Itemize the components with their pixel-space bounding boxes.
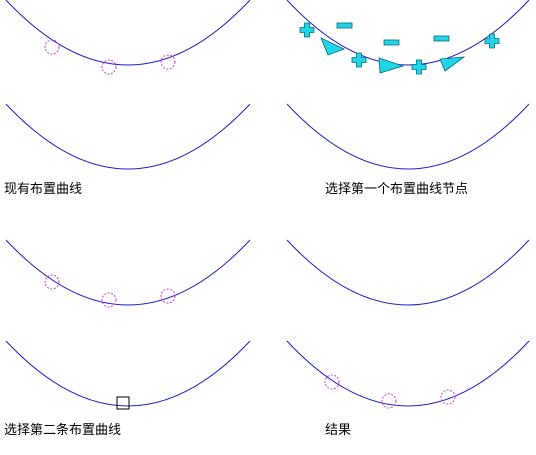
triangle-arrow-grip-icon[interactable]	[320, 37, 346, 56]
dashed-circle-icon	[101, 292, 117, 308]
upper-layout-curve	[5, 0, 251, 66]
dashed-circle-icon	[160, 288, 176, 304]
dashed-circle-icon	[44, 39, 60, 55]
dashed-circle-icon	[101, 59, 117, 75]
panel-select-second-curve	[5, 239, 251, 410]
lower-layout-curve	[5, 103, 251, 170]
lower-layout-curve	[286, 103, 530, 170]
dashed-circle-icon	[381, 393, 397, 409]
triangle-arrow-grip-icon[interactable]	[439, 56, 466, 72]
dashed-circle-icon	[160, 54, 176, 70]
minus-grip-icon[interactable]	[336, 22, 353, 29]
square-grip-icon[interactable]	[116, 396, 130, 410]
dashed-circle-icon	[324, 374, 340, 390]
caption-result: 结果	[325, 423, 352, 438]
panel-select-node	[286, 0, 530, 170]
dashed-circle-icon	[440, 389, 456, 405]
dashed-circle-icon	[44, 274, 60, 290]
triangle-arrow-grip-icon[interactable]	[378, 57, 405, 74]
upper-layout-curve	[5, 239, 251, 306]
panel-result	[286, 239, 530, 409]
minus-grip-icon[interactable]	[383, 39, 400, 46]
caption-select-second-curve: 选择第二条布置曲线	[4, 423, 122, 438]
caption-existing-curves: 现有布置曲线	[4, 182, 83, 197]
plus-grip-icon[interactable]	[484, 33, 500, 49]
caption-select-first-node: 选择第一个布置曲线节点	[325, 182, 469, 197]
plus-grip-icon[interactable]	[411, 59, 427, 75]
lower-layout-curve[interactable]	[5, 340, 251, 407]
upper-layout-curve	[286, 0, 530, 66]
upper-layout-curve	[286, 239, 530, 306]
plus-grip-icon[interactable]	[299, 22, 315, 38]
lower-layout-curve	[286, 340, 530, 407]
minus-grip-icon[interactable]	[433, 35, 450, 42]
plus-grip-icon[interactable]	[351, 52, 367, 68]
panel-existing-curves	[5, 0, 251, 170]
